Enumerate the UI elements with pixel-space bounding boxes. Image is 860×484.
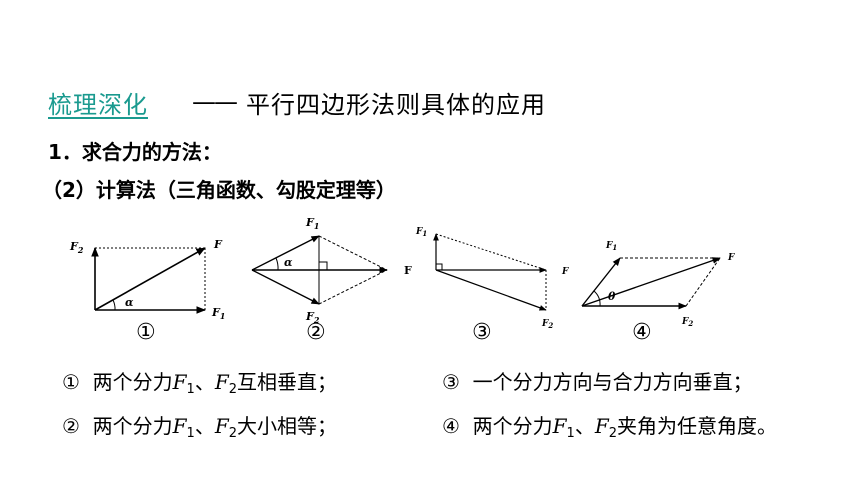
diagram-4: θ F1 F F2 <box>574 234 754 334</box>
dashed-line <box>685 257 721 307</box>
diagram-1: α F2 F F1 <box>68 236 238 326</box>
f-label: F <box>727 253 735 263</box>
figure-number-2: ② <box>306 320 326 345</box>
right-angle-mark <box>319 261 328 270</box>
angle-arc <box>112 299 116 311</box>
method-heading: 1．求合力的方法： <box>48 140 222 164</box>
description-1: ① 两个分力F1、F2互相垂直； <box>62 370 337 397</box>
f1-vector <box>581 257 621 307</box>
title-row: 梳理深化 —— 平行四边形法则具体的应用 <box>48 84 546 120</box>
dashed-line <box>318 269 388 305</box>
figure-number-1: ① <box>136 320 156 345</box>
diagram-2: α F1 F2 F <box>242 214 422 326</box>
diagram-3-svg: F1 F F2 <box>415 227 569 330</box>
f-label: F <box>213 238 223 251</box>
f2-vector <box>251 269 320 305</box>
angle-label: α <box>284 256 293 269</box>
diagram-2-svg: α F1 F2 F <box>251 216 412 325</box>
diagram-1-svg: α F2 F F1 <box>69 238 225 321</box>
angle-label: θ <box>608 290 616 303</box>
dashed-line <box>318 235 388 271</box>
angle-label: α <box>125 296 134 309</box>
description-3: ③ 一个分力方向与合力方向垂直； <box>442 370 753 394</box>
f-label: F <box>561 267 569 277</box>
f2-label: F2 <box>69 240 84 255</box>
resultant-vector <box>94 247 206 311</box>
figure-number-3: ③ <box>472 320 492 345</box>
description-4: ④ 两个分力F1、F2夹角为任意角度。 <box>442 414 777 441</box>
f1-label: F1 <box>305 216 319 231</box>
f1-label: F1 <box>605 241 617 252</box>
f-label: F <box>404 264 412 277</box>
f2-label: F2 <box>541 319 553 330</box>
figure-number-4: ④ <box>632 320 652 345</box>
f2-label: F2 <box>305 310 320 325</box>
title-dash: —— <box>192 88 238 116</box>
page-title: 平行四边形法则具体的应用 <box>246 90 546 119</box>
f1-label: F1 <box>211 306 225 321</box>
f2-vector <box>435 269 547 311</box>
f1-vector <box>251 235 320 271</box>
diagram-3: F1 F F2 <box>414 222 574 332</box>
angle-arc <box>593 290 601 307</box>
angle-arc <box>275 257 279 271</box>
right-angle-mark <box>436 263 443 270</box>
f1-label: F1 <box>415 227 427 238</box>
section-link[interactable]: 梳理深化 <box>48 90 148 119</box>
description-2: ② 两个分力F1、F2大小相等； <box>62 414 337 441</box>
resultant-vector <box>581 257 721 307</box>
diagram-4-svg: θ F1 F F2 <box>581 241 735 328</box>
method-subheading: （2）计算法（三角函数、勾股定理等） <box>42 178 396 202</box>
dashed-line <box>435 233 547 271</box>
f2-label: F2 <box>681 317 693 328</box>
